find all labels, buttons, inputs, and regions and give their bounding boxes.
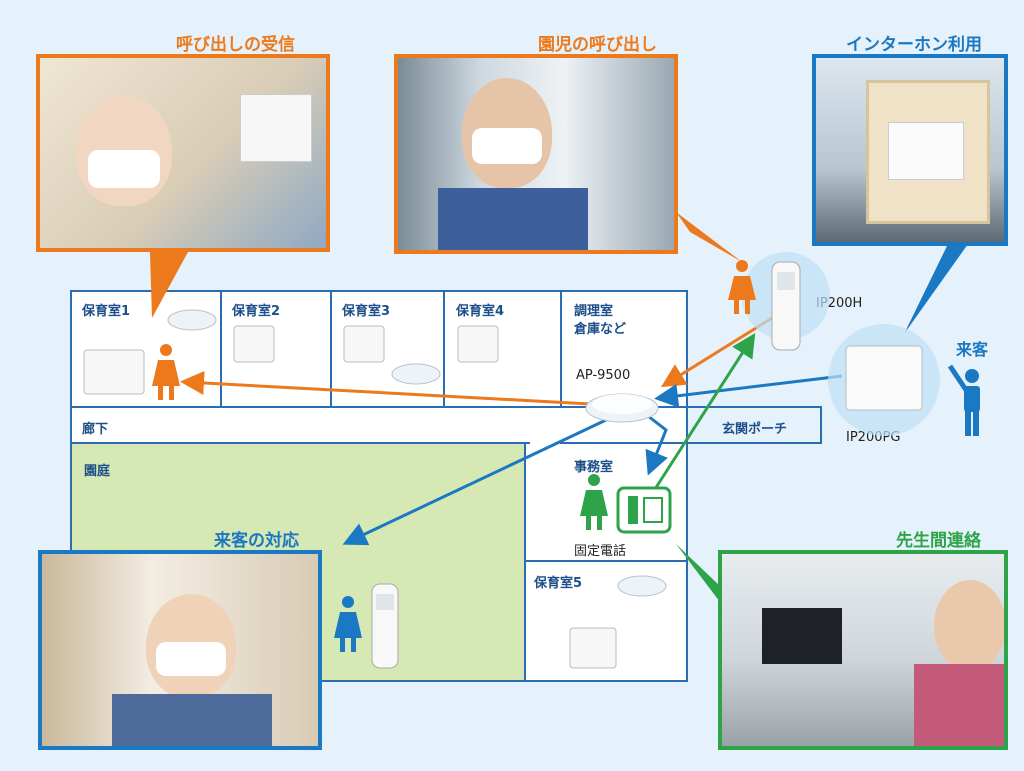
plan-line <box>820 406 822 444</box>
ap-device-room5 <box>617 575 667 597</box>
room-label-garden: 園庭 <box>84 464 111 479</box>
ap-device-main <box>585 393 659 423</box>
plan-line <box>686 442 822 444</box>
arrow-phone-to-handset <box>646 332 756 501</box>
visitor-label: 来客 <box>956 340 989 359</box>
plan-line <box>524 442 526 682</box>
person-orange-room1-icon <box>152 344 180 400</box>
person-orange-handset-icon <box>728 260 756 314</box>
ap-label: AP-9500 <box>576 368 631 383</box>
speaker-unit <box>233 325 275 363</box>
photo-body <box>438 188 588 250</box>
photo-mask <box>472 128 542 164</box>
photo-monitor <box>762 608 842 664</box>
photo-mask <box>88 150 160 188</box>
plan-line <box>70 442 530 444</box>
photo-visitor-response <box>38 550 322 750</box>
plan-line <box>220 290 222 408</box>
plan-line <box>560 290 562 408</box>
intercom-device <box>845 345 923 411</box>
photo-panel <box>888 122 964 180</box>
room-label-4: 保育室4 <box>456 304 505 319</box>
fixed-phone-label: 固定電話 <box>574 544 627 559</box>
room-label-5: 保育室5 <box>534 576 583 591</box>
plan-line <box>443 290 445 408</box>
plan-line <box>524 560 688 562</box>
photo-intercom-use <box>812 54 1008 246</box>
room-label-entrance: 玄関ポーチ <box>722 422 788 437</box>
plan-line <box>560 442 688 444</box>
arrow-ap-to-room1 <box>180 370 591 406</box>
callout-wedge <box>904 244 968 334</box>
title-child-call: 園児の呼び出し <box>538 35 657 55</box>
photo-body <box>914 664 1004 746</box>
photo-receive-call <box>36 54 330 252</box>
visitor-icon <box>947 364 980 436</box>
photo-body <box>112 694 272 746</box>
photo-wall-panel <box>240 94 312 162</box>
speaker-unit <box>457 325 499 363</box>
callout-wedge <box>676 544 720 602</box>
arrow-ap-to-garden <box>342 418 607 546</box>
title-visitor-response: 来客の対応 <box>214 531 299 551</box>
speaker-unit <box>83 349 145 395</box>
photo-teacher-contact <box>718 550 1008 750</box>
arrow-ap-to-office <box>645 414 668 476</box>
room-label-2: 保育室2 <box>232 304 281 319</box>
arrow-intercom-to-ap <box>654 374 843 408</box>
title-receive-call: 呼び出しの受信 <box>176 35 295 55</box>
room-label-1: 保育室1 <box>82 304 131 319</box>
photo-face <box>934 580 1004 672</box>
callout-wedge <box>150 252 188 318</box>
arrow-handset-to-ap <box>660 316 773 388</box>
ap-device-room1 <box>167 309 217 331</box>
plan-line <box>330 290 332 408</box>
room-label-3: 保育室3 <box>342 304 391 319</box>
person-green-office-icon <box>580 474 608 530</box>
ap-device-room3 <box>391 363 441 385</box>
speaker-unit <box>343 325 385 363</box>
room-label-corridor: 廊下 <box>82 422 109 437</box>
title-teacher-contact: 先生間連絡 <box>896 531 981 551</box>
title-intercom-use: インターホン利用 <box>846 35 982 55</box>
plan-line <box>70 406 822 408</box>
speaker-unit <box>569 627 617 669</box>
plan-line <box>686 406 822 408</box>
room-label-kitchen: 調理室 <box>574 304 614 319</box>
room-label-storage: 倉庫など <box>574 322 627 337</box>
photo-child-call <box>394 54 678 254</box>
person-blue-garden-icon <box>334 596 362 652</box>
room-label-office: 事務室 <box>574 460 614 475</box>
callout-wedge <box>676 212 742 262</box>
photo-mask <box>156 642 226 676</box>
